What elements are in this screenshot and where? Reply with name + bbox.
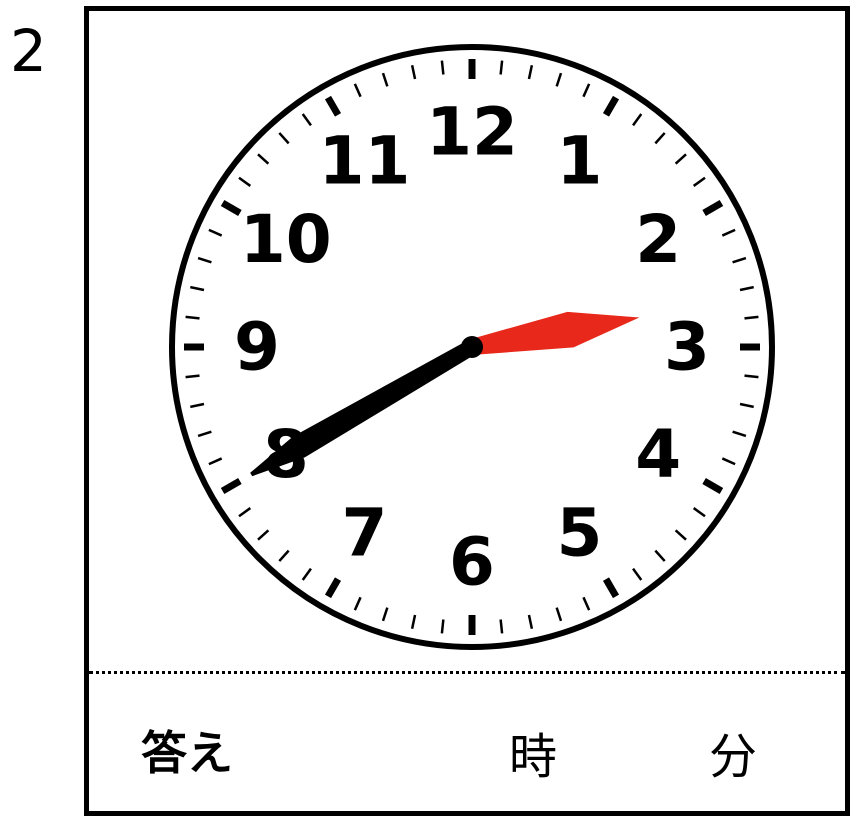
hour-tick (324, 577, 342, 599)
clock-numeral-2: 2 (635, 201, 681, 278)
answer-label: 答え (141, 726, 233, 780)
minute-tick (301, 567, 312, 581)
minute-tick (197, 256, 212, 264)
minute-tick (732, 430, 747, 438)
minute-tick (410, 614, 417, 629)
minute-tick (744, 374, 759, 379)
minute-tick (190, 402, 205, 409)
minute-tick (744, 315, 759, 320)
minute-tick (555, 607, 563, 622)
minute-tick (632, 567, 643, 581)
minute-tick (257, 529, 270, 541)
clock-numeral-4: 4 (635, 416, 681, 493)
minute-tick (527, 65, 534, 80)
minute-tick (582, 596, 591, 611)
minute-tick (440, 60, 445, 75)
hour-tick (702, 199, 724, 217)
minute-tick (632, 113, 643, 127)
hour-tick (602, 95, 620, 117)
minute-tick (190, 285, 205, 292)
question-card: 121234567891011 答え 時 分 (84, 6, 850, 816)
minute-tick (381, 72, 389, 87)
clock-numeral-7: 7 (342, 495, 388, 572)
minute-hand (250, 340, 476, 477)
minute-tick (721, 228, 736, 237)
clock-tick-marks (184, 59, 760, 635)
minute-tick (674, 529, 687, 541)
hour-tick (602, 577, 620, 599)
problem-number: 2 (10, 17, 47, 85)
minute-tick (692, 507, 706, 518)
minute-tick (301, 113, 312, 127)
clock-numeral-5: 5 (557, 495, 603, 572)
minute-tick (278, 132, 290, 145)
dotted-divider (89, 671, 845, 674)
minute-tick (238, 176, 252, 187)
minute-tick (278, 549, 290, 562)
clock-numeral-12: 12 (426, 94, 518, 171)
clock-numeral-6: 6 (449, 524, 495, 601)
minute-tick (721, 457, 736, 466)
minute-tick (555, 72, 563, 87)
minute-tick (527, 614, 534, 629)
minute-tick (654, 132, 666, 145)
minute-tick (732, 256, 747, 264)
clock-numeral-3: 3 (664, 309, 710, 386)
analog-clock: 121234567891011 (169, 44, 775, 650)
clock-numeral-11: 11 (319, 122, 411, 199)
clock-numerals: 121234567891011 (234, 94, 710, 601)
clock-numeral-10: 10 (240, 201, 332, 278)
minute-tick (674, 153, 687, 165)
minute-tick (499, 60, 504, 75)
clock-numeral-9: 9 (234, 309, 280, 386)
hour-unit-label: 時 (509, 729, 558, 785)
hour-tick (220, 477, 242, 495)
minute-tick (410, 65, 417, 80)
minute-tick (440, 619, 445, 634)
minute-tick (197, 430, 212, 438)
minute-tick (353, 83, 362, 98)
minute-tick (739, 402, 754, 409)
minute-tick (185, 315, 200, 320)
minute-tick (582, 83, 591, 98)
clock-hands (250, 311, 640, 477)
hour-tick (220, 199, 242, 217)
minute-tick (381, 607, 389, 622)
minute-tick (185, 374, 200, 379)
minute-tick (208, 228, 223, 237)
clock-numeral-1: 1 (557, 122, 603, 199)
minute-unit-label: 分 (709, 729, 758, 785)
minute-tick (353, 596, 362, 611)
minute-tick (692, 176, 706, 187)
clock-center-hub (461, 336, 483, 358)
minute-tick (739, 285, 754, 292)
minute-tick (208, 457, 223, 466)
hour-tick (702, 477, 724, 495)
hour-tick (324, 95, 342, 117)
minute-tick (654, 549, 666, 562)
minute-tick (499, 619, 504, 634)
minute-tick (257, 153, 270, 165)
minute-tick (238, 507, 252, 518)
hour-hand (470, 311, 640, 355)
